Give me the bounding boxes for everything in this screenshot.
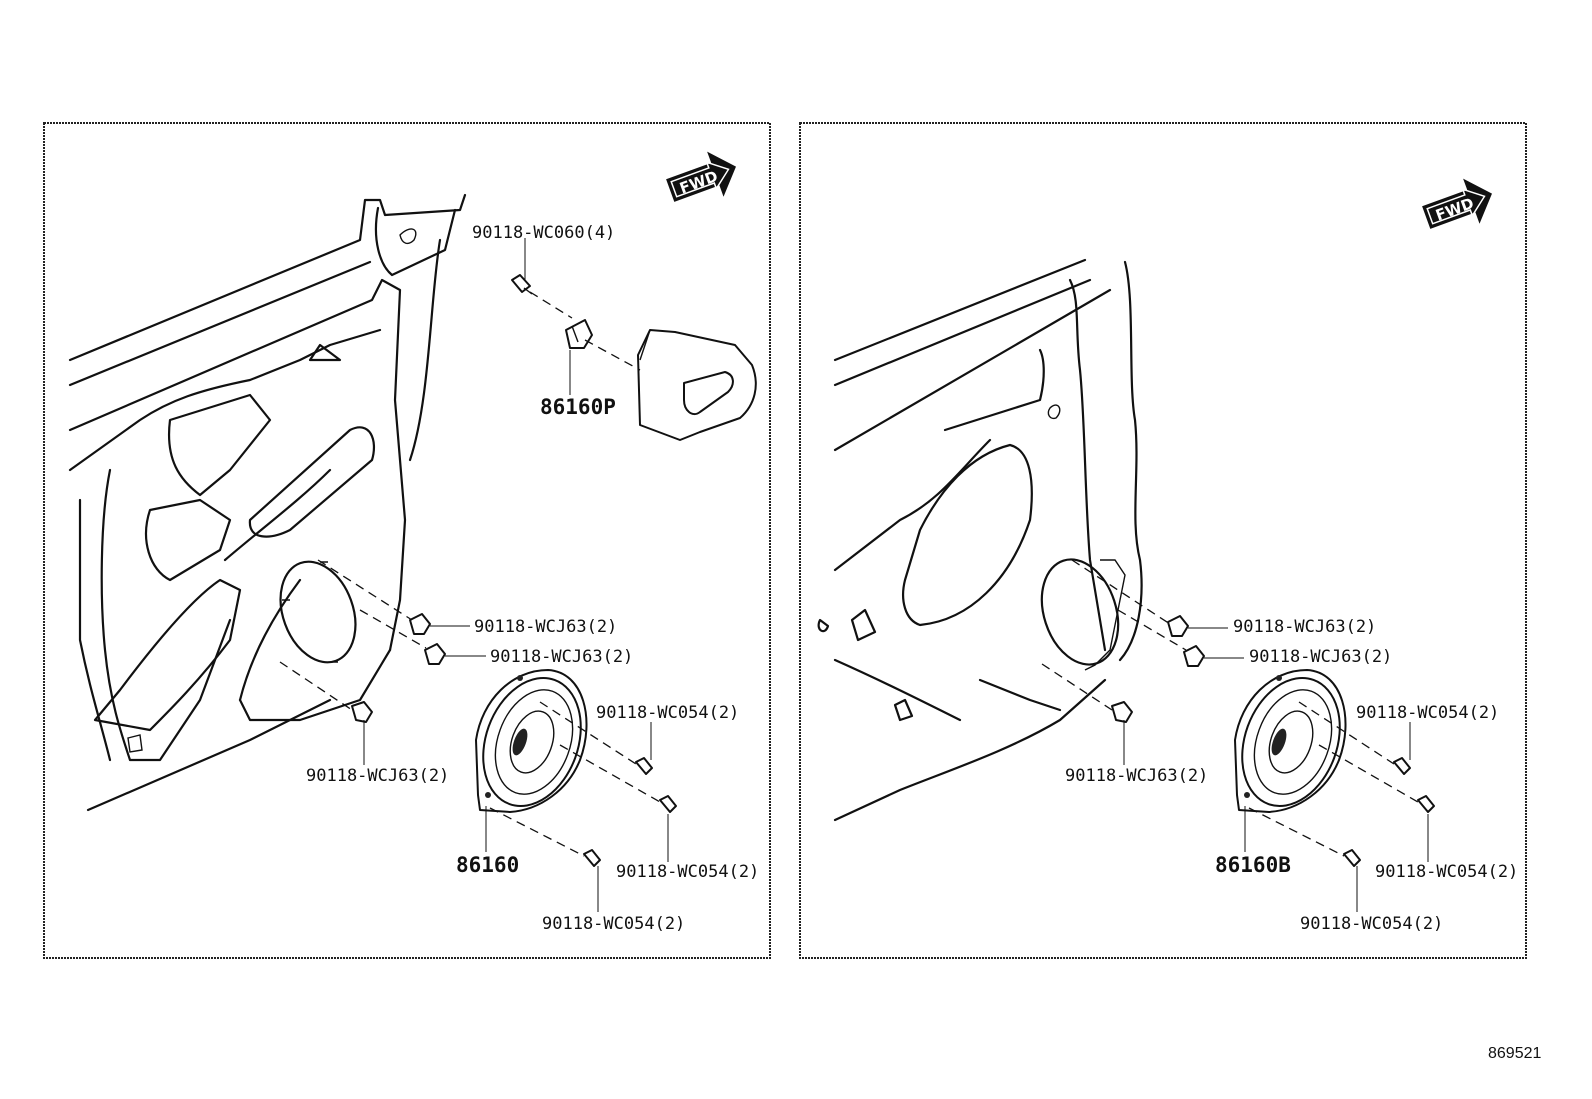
label-bracket: 86160P [540, 395, 616, 419]
label-clip-lower: 90118-WCJ63(2) [1065, 766, 1208, 786]
label-clip-upper-2: 90118-WCJ63(2) [490, 647, 633, 667]
rear-door-inner-panel [817, 258, 1143, 822]
clip-upper-2-icon [1183, 645, 1205, 667]
speaker-86160 [475, 669, 588, 813]
label-screw-2: 90118-WC054(2) [616, 862, 759, 882]
label-screw-1: 90118-WC054(2) [1356, 703, 1499, 723]
rear-door-panel: FWD [799, 122, 1527, 959]
label-clip-upper-2: 90118-WCJ63(2) [1249, 647, 1392, 667]
label-clip-upper-1: 90118-WCJ63(2) [1233, 617, 1376, 637]
label-clip-upper-1: 90118-WCJ63(2) [474, 617, 617, 637]
fwd-arrow-icon: FWD [666, 151, 736, 202]
rear-panel-frame [799, 122, 1527, 959]
clip-upper-1-icon [409, 613, 431, 635]
front-door-inner-panel [68, 193, 467, 812]
label-screw-3: 90118-WC054(2) [542, 914, 685, 934]
label-speaker: 86160B [1215, 853, 1291, 877]
bracket-clip [565, 319, 593, 349]
label-speaker: 86160 [456, 853, 519, 877]
speaker-bracket-86160p [637, 329, 757, 441]
clip-lower-icon [1111, 701, 1133, 723]
screw-1-icon [635, 757, 653, 775]
screw-2-icon [1417, 795, 1435, 813]
screw-3-icon [583, 849, 601, 867]
label-screw-3: 90118-WC054(2) [1300, 914, 1443, 934]
screw-1-icon [1393, 757, 1411, 775]
label-bracket-screw: 90118-WC060(4) [472, 223, 615, 243]
screw-2-icon [659, 795, 677, 813]
bracket-screw-icon [511, 274, 533, 295]
clip-lower-icon [351, 701, 373, 723]
front-door-panel: FWD [43, 122, 771, 959]
clip-upper-1-icon [1167, 615, 1189, 637]
label-screw-1: 90118-WC054(2) [596, 703, 739, 723]
label-clip-lower: 90118-WCJ63(2) [306, 766, 449, 786]
fwd-arrow-icon: FWD [1422, 178, 1492, 229]
clip-upper-2-icon [424, 643, 446, 665]
speaker-86160b [1234, 669, 1347, 813]
front-panel-frame [43, 122, 771, 959]
screw-3-icon [1343, 849, 1361, 867]
reference-number: 869521 [1488, 1045, 1541, 1062]
label-screw-2: 90118-WC054(2) [1375, 862, 1518, 882]
